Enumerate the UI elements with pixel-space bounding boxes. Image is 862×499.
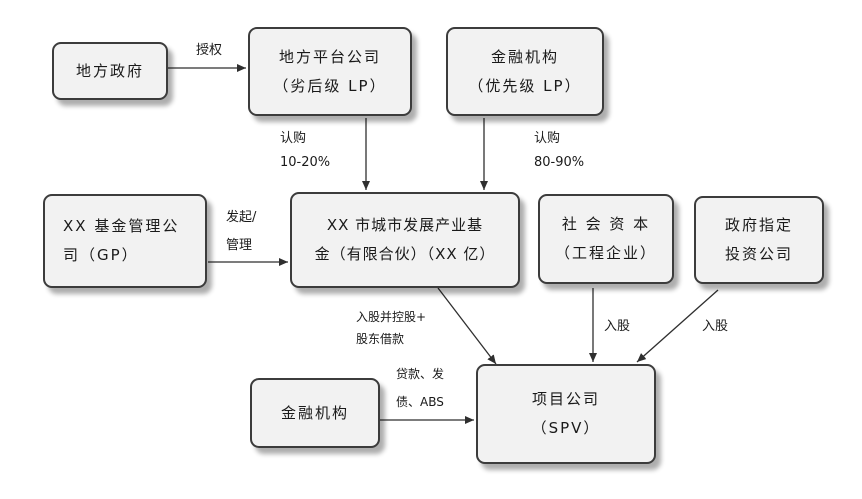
node-spv-line1: 项目公司 bbox=[531, 390, 600, 408]
node-social-capital-line1: 社 会 资 本 bbox=[561, 215, 651, 233]
node-government-designated-investor: 政府指定 投资公司 bbox=[694, 196, 824, 284]
edge-label-equity-loan: 入股并控股+ 股东借款 bbox=[356, 306, 426, 350]
edge-label-subscribe-fin: 认购 80-90% bbox=[534, 128, 584, 174]
node-fund-manager-line1: XX 基金管理公 bbox=[63, 217, 180, 235]
edge-label-equity-gov-text: 入股 bbox=[702, 319, 729, 334]
edge-label-equity-loan-line2: 股东借款 bbox=[356, 332, 405, 346]
edge-label-loan-bond-line1: 贷款、发 bbox=[396, 367, 445, 381]
node-local-government: 地方政府 bbox=[52, 42, 168, 100]
node-local-platform-line2: （劣后级 LP） bbox=[273, 76, 387, 95]
node-spv-line2: （SPV） bbox=[531, 419, 601, 437]
node-local-platform-company: 地方平台公司 （劣后级 LP） bbox=[248, 27, 412, 116]
edge-label-equity-loan-line1: 入股并控股+ bbox=[356, 310, 427, 324]
node-city-development-fund: XX 市城市发展产业基 金（有限合伙）（XX 亿） bbox=[290, 192, 520, 288]
node-local-government-text: 地方政府 bbox=[75, 61, 144, 80]
edge-label-subscribe-fin-line1: 认购 bbox=[534, 131, 561, 146]
edge-label-initiate-manage-line1: 发起/ bbox=[226, 210, 257, 225]
node-city-fund-line1: XX 市城市发展产业基 bbox=[326, 216, 484, 234]
edge-label-equity-gov: 入股 bbox=[702, 316, 728, 338]
node-project-company-spv: 项目公司 （SPV） bbox=[476, 364, 656, 464]
node-social-capital: 社 会 资 本 （工程企业） bbox=[538, 194, 674, 284]
node-city-fund-line2: 金（有限合伙）（XX 亿） bbox=[314, 245, 496, 263]
edge-label-subscribe-platform-line1: 认购 bbox=[280, 131, 307, 146]
edge-label-subscribe-platform: 认购 10-20% bbox=[280, 128, 330, 174]
edge-label-loan-bond: 贷款、发 债、ABS bbox=[396, 360, 444, 416]
node-fund-manager-gp: XX 基金管理公 司（GP） bbox=[43, 194, 207, 288]
edge-label-equity-social: 入股 bbox=[604, 316, 630, 338]
edge-label-subscribe-fin-line2: 80-90% bbox=[534, 155, 585, 170]
edge-label-initiate-manage-line2: 管理 bbox=[226, 238, 253, 253]
node-gov-designated-line2: 投资公司 bbox=[724, 245, 793, 263]
node-fin-bottom-text: 金融机构 bbox=[280, 403, 349, 422]
edge-label-authorize: 授权 bbox=[196, 40, 222, 62]
node-fin-top-line2: （优先级 LP） bbox=[468, 76, 582, 95]
node-financial-institution-priority: 金融机构 （优先级 LP） bbox=[446, 27, 604, 116]
node-gov-designated-line1: 政府指定 bbox=[724, 216, 793, 234]
node-fin-top-line1: 金融机构 bbox=[490, 47, 559, 66]
arrow-equity-gov bbox=[636, 289, 719, 363]
edge-label-subscribe-platform-line2: 10-20% bbox=[280, 155, 331, 170]
edge-label-loan-bond-line2: 债、ABS bbox=[396, 395, 444, 409]
edge-label-initiate-manage: 发起/ 管理 bbox=[226, 204, 256, 260]
node-social-capital-line2: （工程企业） bbox=[554, 244, 657, 262]
edge-label-equity-social-text: 入股 bbox=[604, 319, 631, 334]
node-financial-institution-lender: 金融机构 bbox=[250, 378, 380, 448]
edge-label-authorize-text: 授权 bbox=[196, 43, 223, 58]
node-local-platform-line1: 地方平台公司 bbox=[278, 47, 381, 66]
arrow-equity-loan bbox=[437, 287, 497, 365]
node-fund-manager-line2: 司（GP） bbox=[63, 246, 139, 264]
